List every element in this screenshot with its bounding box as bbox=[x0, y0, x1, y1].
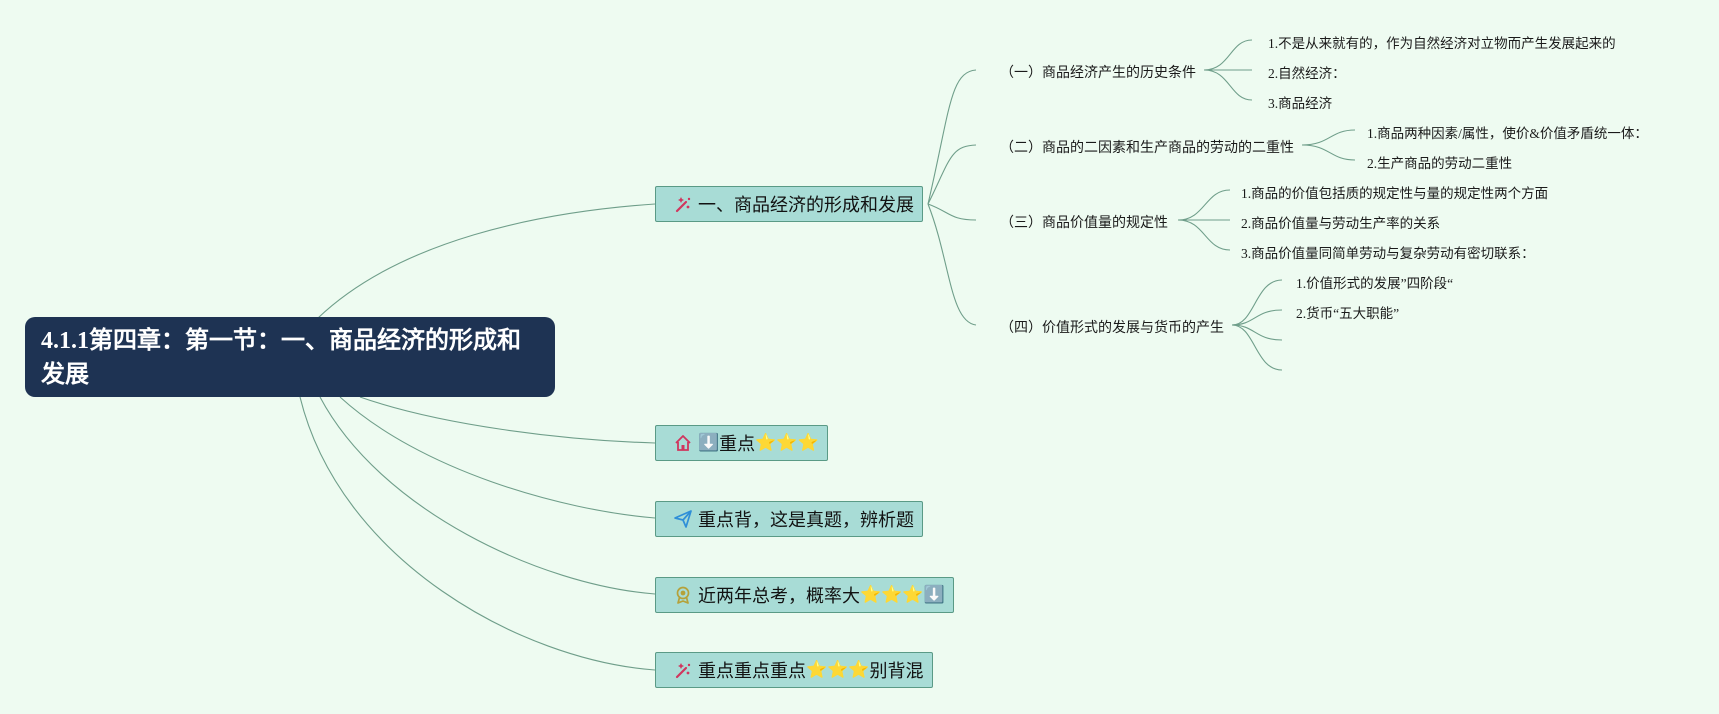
section-4-item[interactable]: 1.价值形式的发展”四阶段“ bbox=[1296, 276, 1454, 291]
root-topic[interactable]: 4.1.1第四章：第一节：一、商品经济的形成和发展 bbox=[25, 317, 555, 397]
section-2-item[interactable]: 2.生产商品的劳动二重性 bbox=[1367, 156, 1513, 171]
branch-high-probability[interactable]: 近两年总考，概率大 ⭐⭐⭐⬇️ bbox=[655, 577, 954, 613]
section-4-item[interactable]: 2.货币“五大职能” bbox=[1296, 306, 1400, 321]
section-2-item[interactable]: 1.商品两种因素/属性，使价&价值矛盾统一体： bbox=[1367, 126, 1648, 141]
link-main-s4 bbox=[927, 203, 977, 326]
link-root-b3 bbox=[319, 396, 656, 595]
link-s1-i1 bbox=[1203, 39, 1253, 71]
star-rating-emoji: ⭐⭐⭐⬇️ bbox=[860, 585, 945, 605]
link-root-b2 bbox=[339, 396, 656, 519]
branch-key-point[interactable]: ⬇️ 重点 ⭐⭐⭐ bbox=[655, 425, 828, 461]
branch-key-point-label: 重点 bbox=[719, 434, 756, 455]
home-icon bbox=[672, 432, 694, 454]
section-value-form-money[interactable]: （四）价值形式的发展与货币的产生 bbox=[1000, 321, 1224, 336]
section-3-item[interactable]: 1.商品的价值包括质的规定性与量的规定性两个方面 bbox=[1241, 186, 1549, 201]
link-main-s3 bbox=[927, 203, 977, 221]
link-s3-i3 bbox=[1177, 219, 1231, 251]
link-s2-i1 bbox=[1301, 129, 1356, 146]
main-branch-label: 一、商品经济的形成和发展 bbox=[698, 195, 914, 216]
branch-dont-confuse-label: 重点重点重点 bbox=[698, 661, 806, 682]
magic-wand-icon bbox=[672, 659, 694, 681]
branch-dont-confuse-tail: 别背混 bbox=[869, 661, 924, 682]
section-value-magnitude[interactable]: （三）商品价值量的规定性 bbox=[1000, 216, 1168, 231]
link-s4-i4 bbox=[1231, 324, 1283, 371]
branch-real-exam[interactable]: 重点背，这是真题，辨析题 bbox=[655, 501, 923, 537]
link-root-b1 bbox=[359, 396, 656, 444]
link-s1-i3 bbox=[1203, 69, 1253, 101]
link-s4-i1 bbox=[1231, 279, 1283, 326]
branch-real-exam-label: 重点背，这是真题，辨析题 bbox=[698, 510, 914, 531]
link-s3-i1 bbox=[1177, 189, 1231, 221]
link-s4-i3 bbox=[1231, 324, 1283, 341]
section-historical-conditions[interactable]: （一）商品经济产生的历史条件 bbox=[1000, 66, 1196, 81]
section-3-item[interactable]: 2.商品价值量与劳动生产率的关系 bbox=[1241, 216, 1441, 231]
paper-plane-icon bbox=[672, 508, 694, 530]
branch-dont-confuse[interactable]: 重点重点重点 ⭐⭐⭐ 别背混 bbox=[655, 652, 933, 688]
link-s2-i2 bbox=[1301, 144, 1356, 161]
link-main-s1 bbox=[927, 69, 977, 205]
star-rating-emoji: ⭐⭐⭐ bbox=[806, 660, 870, 680]
main-branch-node[interactable]: 一、商品经济的形成和发展 bbox=[655, 186, 923, 222]
star-rating-emoji: ⭐⭐⭐ bbox=[755, 433, 819, 453]
link-main-s2 bbox=[927, 144, 977, 205]
link-root-main bbox=[317, 203, 656, 319]
down-arrow-emoji: ⬇️ bbox=[698, 433, 720, 453]
award-medal-icon bbox=[672, 584, 694, 606]
root-topic-title: 4.1.1第四章：第一节：一、商品经济的形成和发展 bbox=[41, 328, 521, 388]
section-1-item[interactable]: 2.自然经济： bbox=[1268, 66, 1346, 81]
link-root-b4 bbox=[299, 396, 656, 671]
magic-wand-icon bbox=[672, 193, 694, 215]
section-3-item[interactable]: 3.商品价值量同简单劳动与复杂劳动有密切联系： bbox=[1241, 246, 1535, 261]
section-1-item[interactable]: 3.商品经济 bbox=[1268, 96, 1333, 111]
section-two-factors[interactable]: （二）商品的二因素和生产商品的劳动的二重性 bbox=[1000, 141, 1294, 156]
section-1-item[interactable]: 1.不是从来就有的，作为自然经济对立物而产生发展起来的 bbox=[1268, 36, 1616, 51]
branch-high-probability-label: 近两年总考，概率大 bbox=[698, 586, 860, 607]
link-s4-i2 bbox=[1231, 309, 1283, 326]
